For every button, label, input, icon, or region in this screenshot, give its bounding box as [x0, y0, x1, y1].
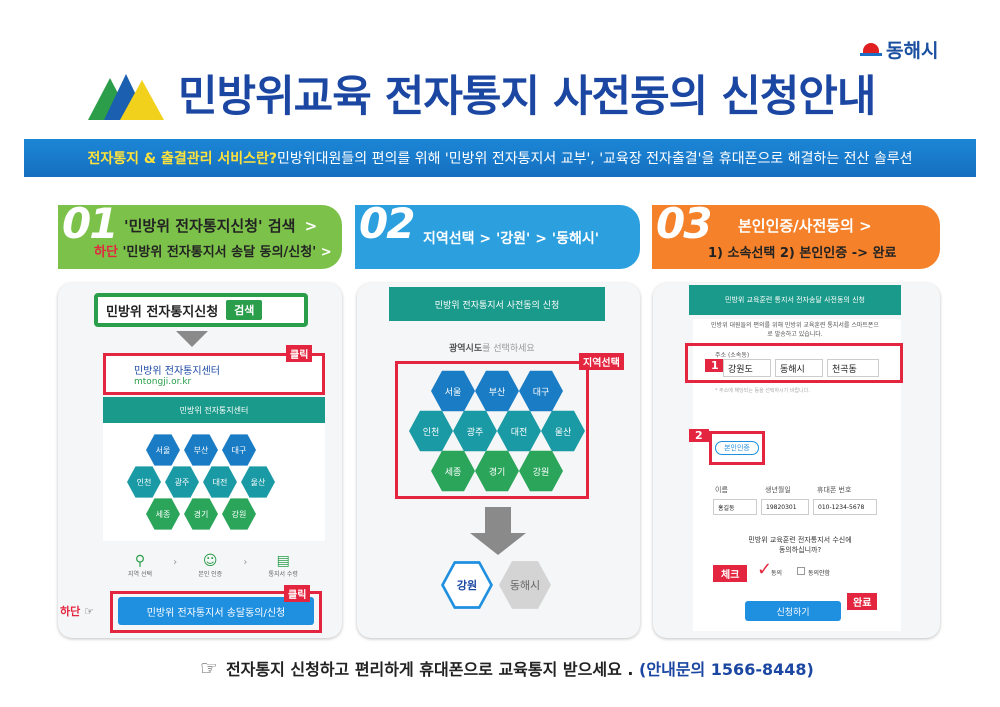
verify-highlight — [709, 431, 765, 465]
agree-option[interactable]: 동의 — [771, 570, 783, 577]
footer-text: 전자통지 신청하고 편리하게 휴대폰으로 교육통지 받으세요 . — [225, 660, 634, 679]
search-text: 민방위 전자통지신청 — [106, 304, 219, 320]
address-label: 주소 (소속동) — [715, 352, 750, 359]
col-birth: 생년월일 — [765, 486, 791, 494]
step-2-number: 02 — [359, 199, 415, 248]
page-title: 민방위교육 전자통지 사전동의 신청안내 — [178, 72, 876, 122]
banner-highlight: 전자통지 & 출결관리 서비스란? — [87, 151, 277, 167]
address-highlight — [685, 343, 903, 383]
name-field[interactable]: 홍길동 — [713, 499, 757, 515]
sun-logo-icon — [860, 42, 882, 57]
hex-region[interactable]: 광주 — [453, 410, 497, 452]
step-1-number: 01 — [62, 199, 118, 248]
result-url: mtongji.or.kr — [134, 377, 192, 387]
hex-gangwon: 강원 — [444, 563, 490, 607]
step-2-line1: 지역선택 > '강원' > '동해시' — [423, 231, 600, 247]
hex-region[interactable]: 부산 — [184, 434, 218, 466]
step-3-header: 03 본인인증/사전동의 > 1) 소속선택 2) 본인인증 -> 완료 — [652, 199, 940, 269]
badge-2: 2 — [689, 429, 709, 442]
step-3-line1: 본인인증/사전동의 — [738, 217, 854, 235]
hex-donghae[interactable]: 동해시 — [499, 561, 551, 609]
footer: ☞ 전자통지 신청하고 편리하게 휴대폰으로 교육통지 받으세요 . (안내문의 … — [200, 656, 814, 680]
step-3-number: 03 — [656, 199, 712, 248]
city-logo: 동해시 — [860, 36, 938, 63]
city-select[interactable]: 동해시 — [775, 359, 823, 377]
step-1-line1: '민방위 전자통지신청' 검색 — [124, 217, 296, 235]
chevron-right-icon: › — [173, 557, 178, 568]
consent-apply-button[interactable]: 민방위 전자통지서 송달동의/신청 — [118, 597, 314, 625]
search-button[interactable]: 검색 — [226, 300, 263, 320]
chevron-right-icon: › — [243, 557, 248, 568]
down-arrow-icon — [470, 533, 526, 555]
banner-text: 민방위대원들의 편의를 위해 '민방위 전자통지서 교부', '교육장 전자출결… — [277, 151, 913, 167]
click-tag-1: 클릭 — [286, 345, 313, 362]
hex-region[interactable]: 대전 — [203, 466, 237, 498]
done-tag: 완료 — [847, 593, 878, 610]
hex-region[interactable]: 인천 — [409, 410, 453, 452]
map-pin-icon: ⚲ — [134, 553, 146, 569]
verify-button[interactable]: 본인인증 — [715, 441, 759, 455]
bottom-prefix: 하단 ☞ — [60, 605, 94, 618]
phone-field[interactable]: 010-1234-5678 — [813, 499, 877, 515]
down-arrow-icon — [176, 331, 208, 347]
hex-region[interactable]: 경기 — [475, 450, 519, 492]
step-1-arrow: > — [304, 217, 318, 235]
bottom-highlight — [110, 591, 322, 633]
city-logo-text: 동해시 — [886, 40, 939, 62]
hex-region[interactable]: 광주 — [165, 466, 199, 498]
check-tag: 체크 — [713, 565, 748, 582]
consent-question: 민방위 교육훈련 전자통지서 수신에 동의하십니까? — [748, 536, 852, 554]
step-3-arrow: > — [859, 217, 872, 235]
step-1-line2-arrow: > — [320, 245, 332, 260]
province-select[interactable]: 강원도 — [723, 359, 771, 377]
step-1-line2: '민방위 전자통지서 송달 동의/신청' — [117, 245, 317, 260]
panel-region: 민방위 전자통지서 사전동의 신청 광역시도를 선택하세요 지역선택 서울 부산… — [357, 283, 640, 638]
col-phone: 휴대폰 번호 — [817, 486, 852, 494]
hex-region[interactable]: 서울 — [431, 370, 475, 412]
checkmark-icon: ✓ — [757, 559, 773, 580]
badge-1: 1 — [705, 359, 725, 372]
click-tag-2: 클릭 — [284, 585, 311, 602]
col-name: 이름 — [715, 486, 728, 494]
address-note: * 주소에 해당되는 동을 선택하시기 바랍니다. — [715, 388, 810, 394]
hex-region[interactable]: 세종 — [431, 450, 475, 492]
hex-region[interactable]: 서울 — [146, 434, 180, 466]
dong-select[interactable]: 천곡동 — [827, 359, 879, 377]
panel-search: 민방위 전자통지신청 검색 민방위 전자통지센터 mtongji.or.kr 클… — [58, 283, 342, 638]
region-select-box — [395, 361, 589, 499]
consent-intro: 민방위 대원들의 편의를 위해 민방위 교육훈련 통지서를 스마트폰으로 발송하… — [711, 322, 879, 338]
disagree-checkbox[interactable] — [797, 567, 805, 575]
step-icon-label: 본인 인증 — [198, 571, 223, 578]
footer-contact: (안내문의 1566-8448) — [639, 660, 814, 679]
hex-region[interactable]: 인천 — [127, 466, 161, 498]
pointing-hand-icon: ☞ — [200, 656, 218, 680]
region-prompt: 광역시도를 선택하세요 — [449, 344, 535, 354]
birth-field[interactable]: 19820301 — [761, 499, 809, 515]
triangles-logo-icon — [88, 74, 164, 120]
pointing-hand-icon: ☞ — [84, 605, 94, 618]
submit-button[interactable]: 신청하기 — [745, 601, 841, 621]
user-check-icon: ☺ — [202, 553, 218, 569]
step-icons-row: ⚲ 지역 선택 › ☺ 본인 인증 › ▤ 통지서 수령 — [128, 553, 298, 578]
step-icon-label: 통지서 수령 — [268, 571, 298, 578]
search-box[interactable]: 민방위 전자통지신청 검색 — [94, 293, 308, 327]
result-title: 민방위 전자통지센터 — [134, 366, 220, 377]
consent-header: 민방위 교육훈련 통지서 전자송달 사전동의 신청 — [689, 285, 901, 315]
hex-region[interactable]: 부산 — [475, 370, 519, 412]
info-banner: 전자통지 & 출결관리 서비스란? 민방위대원들의 편의를 위해 '민방위 전자… — [24, 139, 976, 177]
step-icon-label: 지역 선택 — [128, 571, 152, 578]
step-2-header: 02 지역선택 > '강원' > '동해시' — [355, 199, 640, 269]
search-result[interactable]: 민방위 전자통지센터 mtongji.or.kr — [103, 353, 325, 395]
disagree-option[interactable]: 동의안함 — [808, 570, 831, 577]
hex-region[interactable]: 대구 — [222, 434, 256, 466]
region-tag: 지역선택 — [579, 353, 624, 370]
region-header: 민방위 전자통지서 사전동의 신청 — [389, 287, 605, 321]
panel-consent: 민방위 교육훈련 통지서 전자송달 사전동의 신청 민방위 대원들의 편의를 위… — [653, 283, 940, 638]
step-1-prefix: 하단 — [94, 245, 118, 260]
hex-gangwon-outline[interactable]: 강원 — [441, 561, 493, 609]
site-header: 민방위 전자통지센터 — [103, 397, 325, 423]
step-1-header: 01 '민방위 전자통지신청' 검색 > 하단 '민방위 전자통지서 송달 동의… — [58, 199, 342, 269]
document-icon: ▤ — [276, 553, 290, 569]
step-3-line2: 1) 소속선택 2) 본인인증 -> 완료 — [708, 246, 897, 261]
